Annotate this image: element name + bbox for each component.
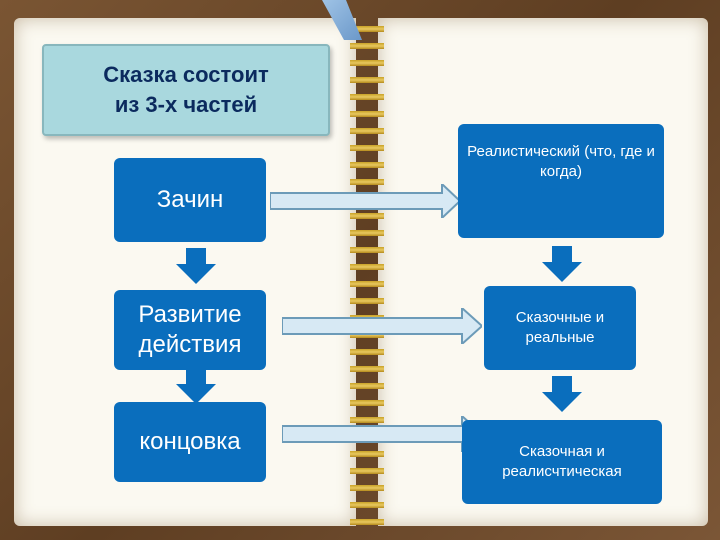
box-ending: концовка	[114, 402, 266, 482]
right-arrow-3	[282, 416, 482, 452]
right-arrow-1	[270, 184, 460, 218]
banner-title: Сказка состоит из 3-х частей	[103, 62, 269, 117]
box-fantastic-real-label: Сказочные и реальные	[515, 309, 605, 346]
box-start-label: Зачин	[156, 186, 224, 213]
box-fairy-realistic: Сказочная и реалисчтическая	[462, 420, 662, 504]
box-fantastic-real: Сказочные и реальные	[484, 286, 636, 370]
box-development: Развитие действия	[114, 290, 266, 370]
spiral-binding	[350, 20, 384, 530]
down-arrow-1	[176, 248, 216, 284]
box-realistic: Реалистический (что, где и когда)	[458, 124, 664, 238]
box-start: Зачин	[114, 158, 266, 242]
box-ending-label: концовка	[139, 428, 241, 455]
down-arrow-4	[542, 376, 582, 412]
right-arrow-2	[282, 308, 482, 344]
box-realistic-label: Реалистический (что, где и когда)	[467, 143, 655, 180]
down-arrow-3	[542, 246, 582, 282]
box-fairy-realistic-label: Сказочная и реалисчтическая	[502, 443, 622, 480]
title-banner: Сказка состоит из 3-х частей	[42, 44, 330, 136]
down-arrow-2	[176, 368, 216, 404]
box-development-label: Развитие действия	[138, 301, 242, 358]
